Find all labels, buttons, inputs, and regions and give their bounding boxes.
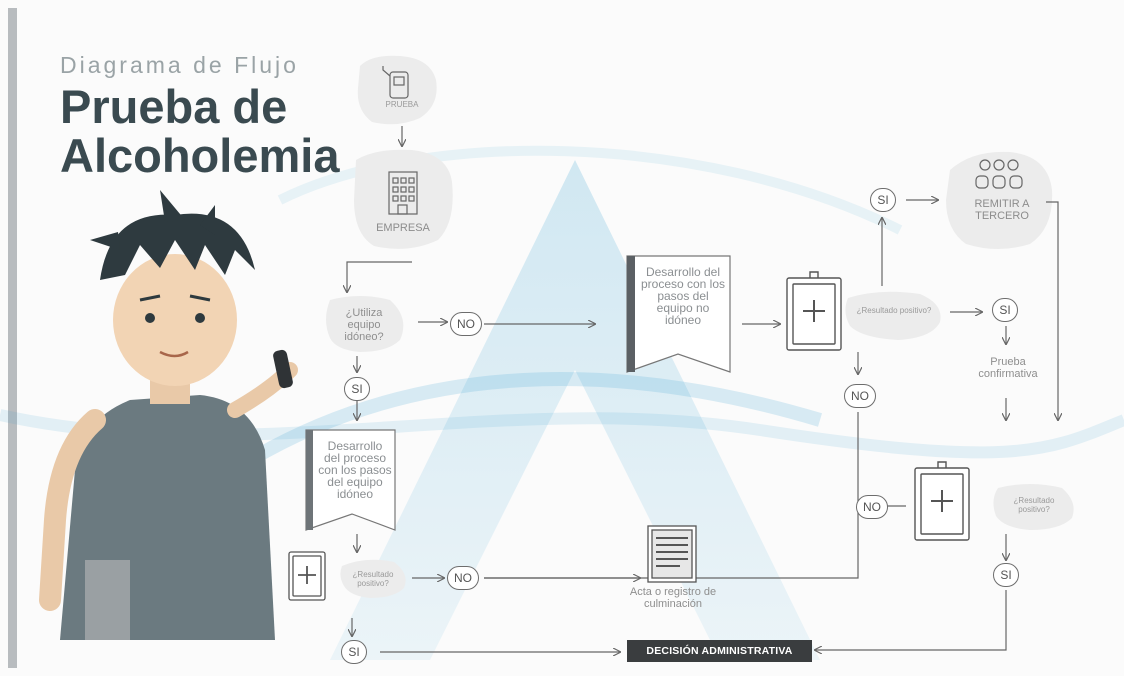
prueba-label: PRUEBA xyxy=(385,100,419,109)
clipboard-icon xyxy=(914,461,970,541)
resultado-question-right: ¿Resultado positivo? xyxy=(1013,496,1055,514)
resultado-bubble xyxy=(845,291,941,340)
person-illustration xyxy=(39,190,298,640)
empresa-label: EMPRESA xyxy=(376,222,430,234)
answer-no: NO xyxy=(450,312,482,336)
resultado-bubble xyxy=(993,484,1074,530)
breathalyzer-icon xyxy=(382,66,409,99)
clipboard-icon xyxy=(288,551,326,601)
diagram-title: Prueba de Alcoholemia xyxy=(60,80,340,182)
answer-si: SI xyxy=(344,377,370,401)
remitir-tercero-label: REMITIR A TERCERO xyxy=(974,198,1030,222)
building-icon xyxy=(388,171,418,215)
prueba-confirmativa-label: Prueba confirmativa xyxy=(978,356,1038,380)
answer-no: NO xyxy=(856,495,888,519)
resultado-question-top: ¿Resultado positivo? xyxy=(856,306,932,315)
document-idoneo xyxy=(305,429,396,531)
proceso-no-idoneo-text: Desarrollo del proceso con los pasos del… xyxy=(640,266,726,326)
answer-no: NO xyxy=(447,566,479,590)
acta-document-icon xyxy=(647,525,697,583)
group-icon xyxy=(975,159,1023,189)
resultado-bubble xyxy=(340,559,406,598)
prueba-blob xyxy=(357,55,437,125)
answer-no: NO xyxy=(844,384,876,408)
page-margin-bar xyxy=(8,8,17,668)
answer-si: SI xyxy=(993,563,1019,587)
document-no-idoneo xyxy=(626,255,731,373)
answer-si: SI xyxy=(341,640,367,664)
decision-administrativa-box: DECISIÓN ADMINISTRATIVA xyxy=(627,640,812,662)
answer-si: SI xyxy=(870,188,896,212)
clipboard-icon xyxy=(786,271,842,351)
utiliza-bubble xyxy=(326,296,404,352)
proceso-idoneo-text: Desarrollo del proceso con los pasos del… xyxy=(318,440,392,500)
proceso-no-idoneo-label: Desarrollo del proceso con los pasos del… xyxy=(640,265,726,327)
resultado-question-bottom: ¿Resultado positivo? xyxy=(352,570,394,588)
diagram-subtitle: Diagrama de Flujo xyxy=(60,52,299,78)
acta-registro-label: Acta o registro de culminación xyxy=(629,586,717,610)
proceso-idoneo-label: Desarrollo del proceso con los pasos del… xyxy=(318,439,392,501)
remitir-blob xyxy=(946,151,1053,249)
answer-si: SI xyxy=(992,298,1018,322)
utiliza-equipo-question: ¿Utiliza equipo idóneo? xyxy=(344,307,384,343)
empresa-blob xyxy=(354,149,453,249)
